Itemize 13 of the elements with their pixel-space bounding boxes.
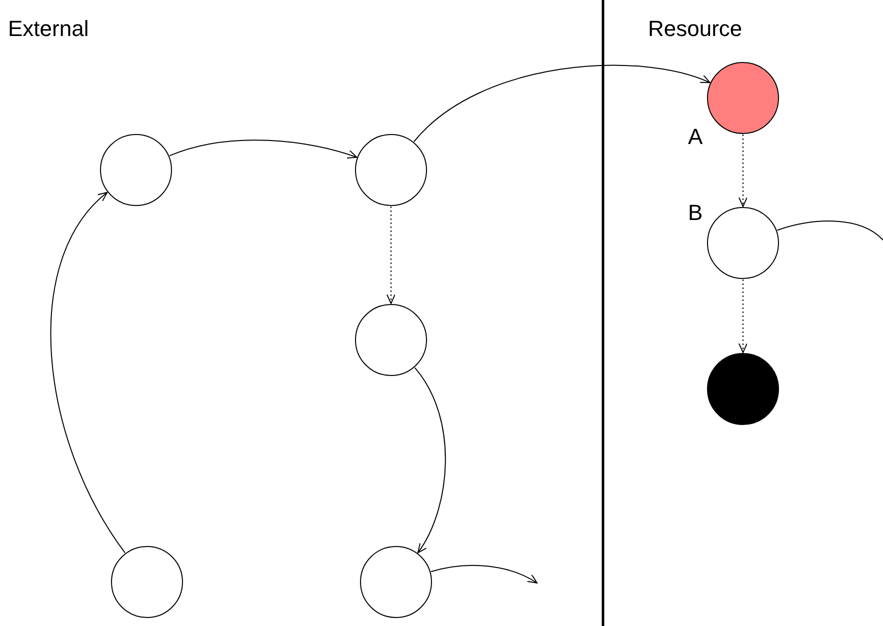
arrow	[386, 206, 396, 304]
node-label: A	[688, 124, 703, 150]
arrow	[738, 279, 748, 353]
region-heading: Resource	[648, 16, 742, 42]
arrow	[414, 367, 446, 554]
connector-line	[776, 220, 883, 240]
arrow	[169, 140, 358, 159]
region-heading: External	[8, 16, 89, 42]
arrow	[413, 64, 710, 142]
node-label: B	[688, 200, 703, 226]
arrow	[50, 192, 126, 554]
arrow	[738, 134, 748, 207]
arrow	[430, 564, 538, 584]
